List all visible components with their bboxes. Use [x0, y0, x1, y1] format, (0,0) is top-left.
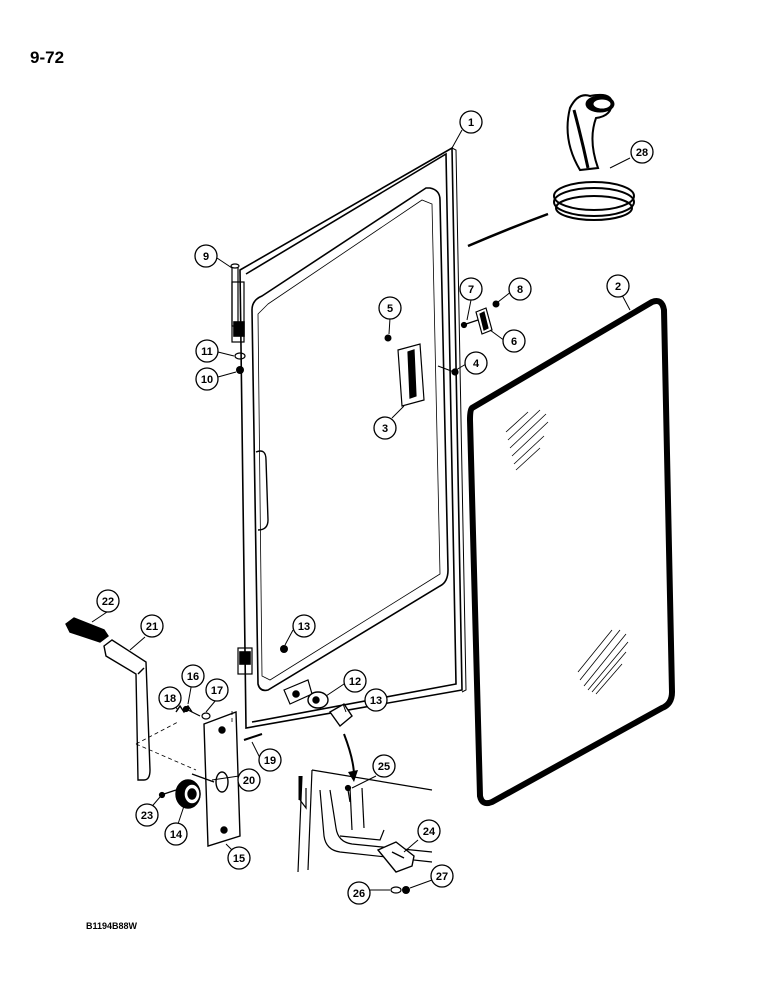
washer-icon — [201, 712, 211, 720]
callout-5: 5 — [378, 296, 402, 320]
callout-6: 6 — [502, 329, 526, 353]
svg-text:28: 28 — [636, 147, 648, 159]
callout-2: 2 — [606, 274, 630, 298]
nut-icon — [280, 645, 288, 653]
callout-21: 21 — [140, 614, 164, 638]
lock-cylinder — [175, 779, 201, 809]
page-number: 9-72 — [30, 48, 65, 67]
latch — [307, 691, 329, 709]
svg-text:7: 7 — [468, 284, 474, 296]
washer-icon — [390, 886, 402, 894]
callout-13a: 13 — [292, 614, 316, 638]
pin-icon — [191, 773, 215, 783]
handle-assembly — [65, 617, 151, 781]
svg-text:5: 5 — [387, 303, 393, 315]
callout-1: 1 — [459, 110, 483, 134]
pin-icon — [243, 733, 263, 741]
leader-arrow — [343, 733, 355, 777]
screw-icon — [182, 705, 201, 717]
svg-text:9: 9 — [203, 251, 209, 263]
svg-text:19: 19 — [264, 755, 276, 767]
door-frame — [231, 146, 467, 729]
svg-text:1: 1 — [468, 117, 474, 129]
svg-text:21: 21 — [146, 621, 158, 633]
latch-striker — [397, 343, 425, 407]
callout-17: 17 — [205, 678, 229, 702]
svg-text:27: 27 — [436, 871, 448, 883]
svg-text:3: 3 — [382, 423, 388, 435]
callouts: 1 2 3 4 5 6 7 8 9 10 11 12 13 13 14 15 1… — [96, 110, 654, 905]
callout-3: 3 — [373, 416, 397, 440]
glass-panel — [467, 298, 675, 807]
washer-icon — [234, 352, 246, 360]
glass-glare — [505, 409, 629, 695]
svg-text:18: 18 — [164, 693, 176, 705]
callout-23: 23 — [135, 803, 159, 827]
screw-icon — [158, 789, 177, 799]
leader-lines — [91, 129, 631, 891]
callout-9: 9 — [194, 244, 218, 268]
callout-20: 20 — [237, 768, 261, 792]
svg-text:15: 15 — [233, 853, 245, 865]
callout-26: 26 — [347, 881, 371, 905]
svg-text:23: 23 — [141, 810, 153, 822]
callout-28: 28 — [630, 140, 654, 164]
svg-text:13: 13 — [298, 621, 310, 633]
svg-text:26: 26 — [353, 888, 365, 900]
svg-text:10: 10 — [201, 374, 213, 386]
nut-icon — [402, 886, 410, 894]
callout-22: 22 — [96, 589, 120, 613]
svg-text:13: 13 — [370, 695, 382, 707]
callout-15: 15 — [227, 846, 251, 870]
svg-text:25: 25 — [378, 761, 390, 773]
screw-icon — [344, 784, 352, 803]
callout-13b: 13 — [364, 688, 388, 712]
callout-10: 10 — [195, 367, 219, 391]
seal-coil — [467, 93, 635, 248]
callout-14: 14 — [164, 822, 188, 846]
callout-11: 11 — [195, 339, 219, 363]
latch-catch — [376, 841, 415, 873]
svg-text:8: 8 — [517, 284, 523, 296]
nut-icon — [492, 300, 500, 308]
callout-7: 7 — [459, 277, 483, 301]
nut-icon — [384, 334, 392, 342]
svg-text:12: 12 — [349, 676, 361, 688]
svg-text:20: 20 — [243, 775, 255, 787]
svg-text:24: 24 — [423, 826, 436, 838]
screw-icon — [437, 365, 459, 376]
callout-25: 25 — [372, 754, 396, 778]
callout-12: 12 — [343, 669, 367, 693]
callout-27: 27 — [430, 864, 454, 888]
svg-text:6: 6 — [511, 336, 517, 348]
callout-18: 18 — [158, 686, 182, 710]
svg-text:22: 22 — [102, 596, 114, 608]
bumper — [328, 703, 353, 728]
callout-8: 8 — [508, 277, 532, 301]
svg-text:4: 4 — [473, 358, 480, 370]
svg-text:16: 16 — [187, 671, 199, 683]
callout-4: 4 — [464, 351, 488, 375]
svg-text:14: 14 — [170, 829, 183, 841]
cab-post — [297, 769, 433, 873]
assembly-lines — [135, 708, 233, 771]
svg-text:2: 2 — [615, 281, 621, 293]
callout-24: 24 — [417, 819, 441, 843]
figure-code: B1194B88W — [86, 921, 138, 931]
bracket — [475, 307, 493, 335]
svg-text:11: 11 — [201, 346, 213, 358]
hinge-pin — [230, 263, 240, 327]
svg-text:17: 17 — [211, 685, 223, 697]
callout-16: 16 — [181, 664, 205, 688]
callout-19: 19 — [258, 748, 282, 772]
nut-icon — [236, 366, 244, 374]
spring-icon — [175, 704, 193, 714]
screw-icon — [460, 319, 479, 329]
